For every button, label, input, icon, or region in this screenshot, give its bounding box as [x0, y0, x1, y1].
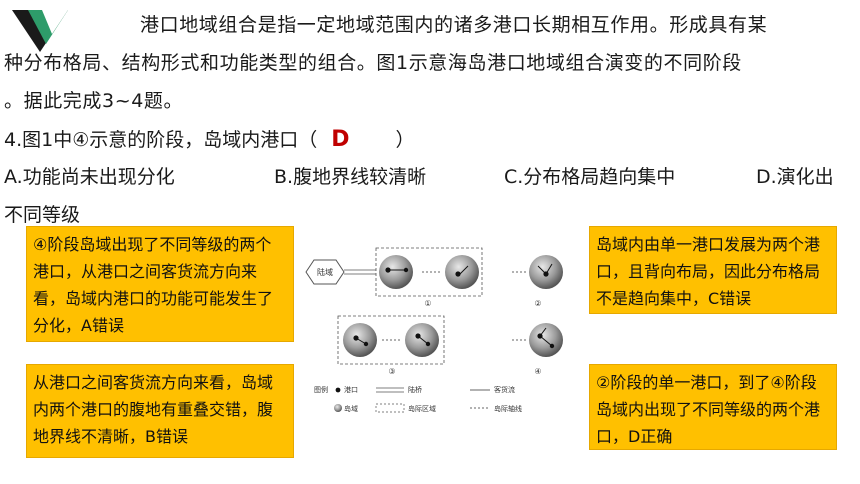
legend-port: 港口	[344, 385, 358, 394]
callout-option-d: ②阶段的单一港口，到了④阶段岛域内出现了不同等级的两个港口，D正确	[589, 364, 837, 450]
intro-line-1: 港口地域组合是指一定地域范围内的诸多港口长期相互作用。形成具有某	[140, 14, 768, 36]
port-evolution-figure: 陆域 ① ② ③ ④ 图例 港口 陆桥 客货流 岛域	[300, 240, 576, 420]
option-a: A.功能尚未出现分化	[4, 166, 175, 188]
stage4-label: ④	[534, 367, 541, 376]
stage2-label: ②	[534, 299, 541, 308]
intro-paragraph: 港口地域组合是指一定地域范围内的诸多港口长期相互作用。形成具有某 种分布格局、结…	[4, 6, 854, 120]
logo-icon	[12, 10, 68, 52]
option-b: B.腹地界线较清晰	[274, 166, 427, 188]
stage1-label: ①	[424, 299, 431, 308]
legend-region: 岛际区域	[408, 404, 436, 413]
question-close: ）	[395, 129, 415, 151]
legend-flow: 客货流	[494, 385, 515, 394]
intro-line-3: 。据此完成3~4题。	[4, 90, 184, 112]
stage1-island-a	[379, 255, 413, 289]
question-4: 4.图1中④示意的阶段，岛域内港口（ D ）	[4, 125, 415, 155]
option-c: C.分布格局趋向集中	[504, 166, 676, 188]
mainland-label: 陆域	[317, 267, 333, 277]
intro-line-2: 种分布格局、结构形式和功能类型的组合。图1示意海岛港口地域组合演变的不同阶段	[4, 52, 742, 74]
answer-mark: D	[331, 127, 350, 152]
question-text: 4.图1中④示意的阶段，岛域内港口（	[4, 129, 318, 151]
legend-island: 岛域	[344, 404, 358, 413]
legend-title: 图例	[314, 385, 328, 394]
stage3-label: ③	[388, 367, 395, 376]
option-d-continued: 不同等级	[4, 204, 81, 226]
mainland-hexagon	[305, 259, 345, 285]
stage4-island	[529, 323, 563, 357]
callout-option-c: 岛域内由单一港口发展为两个港口，且背向布局，因此分布格局不是趋向集中，C错误	[589, 226, 837, 314]
figure-legend: 图例 港口 陆桥 客货流 岛域 岛际区域 岛际轴线	[314, 385, 522, 413]
callout-option-a: ④阶段岛域出现了不同等级的两个港口，从港口之间客货流方向来看，岛域内港口的功能可…	[26, 226, 294, 342]
legend-bridge: 陆桥	[408, 385, 422, 394]
stage3-region	[337, 315, 445, 365]
option-d: D.演化出	[756, 166, 834, 188]
legend-axis: 岛际轴线	[494, 404, 522, 413]
stage1-region	[375, 247, 483, 297]
stage3-island-b	[405, 323, 439, 357]
callout-option-b: 从港口之间客货流方向来看，岛域内两个港口的腹地有重叠交错，腹地界线不清晰，B错误	[26, 364, 294, 458]
